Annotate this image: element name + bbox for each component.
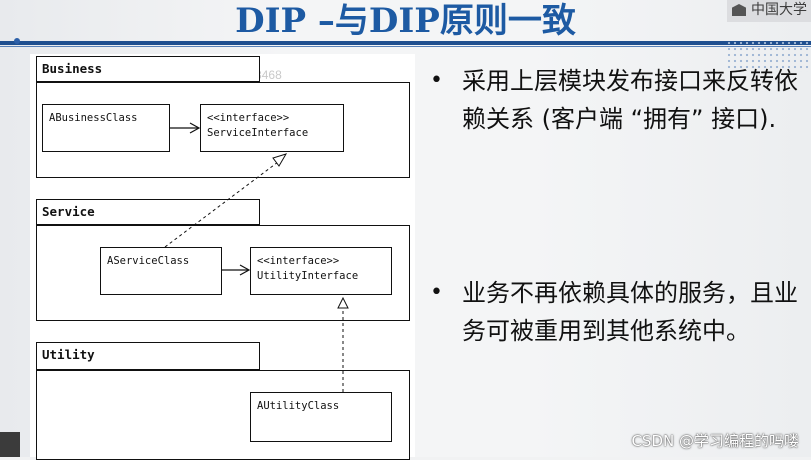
- class-abusiness: ABusinessClass: [42, 104, 170, 152]
- realization-arrow-service: [164, 153, 288, 248]
- class-aservice-label: AServiceClass: [107, 255, 190, 267]
- utility-interface-label: UtilityInterface: [257, 270, 359, 282]
- service-interface-label: ServiceInterface: [207, 127, 309, 139]
- bullet-text: 业务不再依赖具体的服务，且业务可被重用到其他系统中。: [462, 279, 798, 345]
- decor-dot: [14, 38, 20, 44]
- diagram-connectors: [164, 122, 349, 392]
- bullet-item-1: • 采用上层模块发布接口来反转依赖关系 (客户端 “拥有” 接口).: [430, 62, 800, 138]
- university-icon: [732, 4, 746, 16]
- csdn-watermark: CSDN @学习编程的吗喽: [631, 432, 799, 450]
- decor-dot-pattern: [726, 40, 811, 72]
- bullet-symbol: •: [430, 280, 443, 305]
- class-service-interface: <<interface>> ServiceInterface: [200, 104, 344, 152]
- package-utility-tab: Utility: [36, 342, 260, 370]
- service-interface-stereotype: <<interface>>: [207, 112, 290, 124]
- dependency-arrow-business: [170, 122, 201, 134]
- brand-logo: 中国大学: [727, 0, 811, 22]
- slide-title: DIP –与DIP原则一致: [235, 1, 576, 41]
- bullet-symbol: •: [430, 68, 443, 93]
- uml-diagram: 1478088468 Business ABusinessClass <<int…: [30, 54, 415, 460]
- package-business-tab: Business: [36, 56, 260, 82]
- class-autility-label: AUtilityClass: [257, 400, 340, 412]
- corner-block: [0, 432, 20, 457]
- dependency-arrow-service: [222, 264, 251, 276]
- class-autility: AUtilityClass: [250, 392, 392, 442]
- bullet-text: 采用上层模块发布接口来反转依赖关系 (客户端 “拥有” 接口).: [462, 67, 798, 133]
- brand-text: 中国大学: [751, 2, 807, 18]
- utility-interface-stereotype: <<interface>>: [257, 255, 340, 267]
- title-divider: [0, 41, 811, 47]
- realization-arrow-utility: [337, 296, 349, 392]
- class-abusiness-label: ABusinessClass: [49, 112, 138, 124]
- class-aservice: AServiceClass: [100, 247, 222, 295]
- class-utility-interface: <<interface>> UtilityInterface: [250, 247, 392, 295]
- bullet-item-2: • 业务不再依赖具体的服务，且业务可被重用到其他系统中。: [430, 274, 800, 350]
